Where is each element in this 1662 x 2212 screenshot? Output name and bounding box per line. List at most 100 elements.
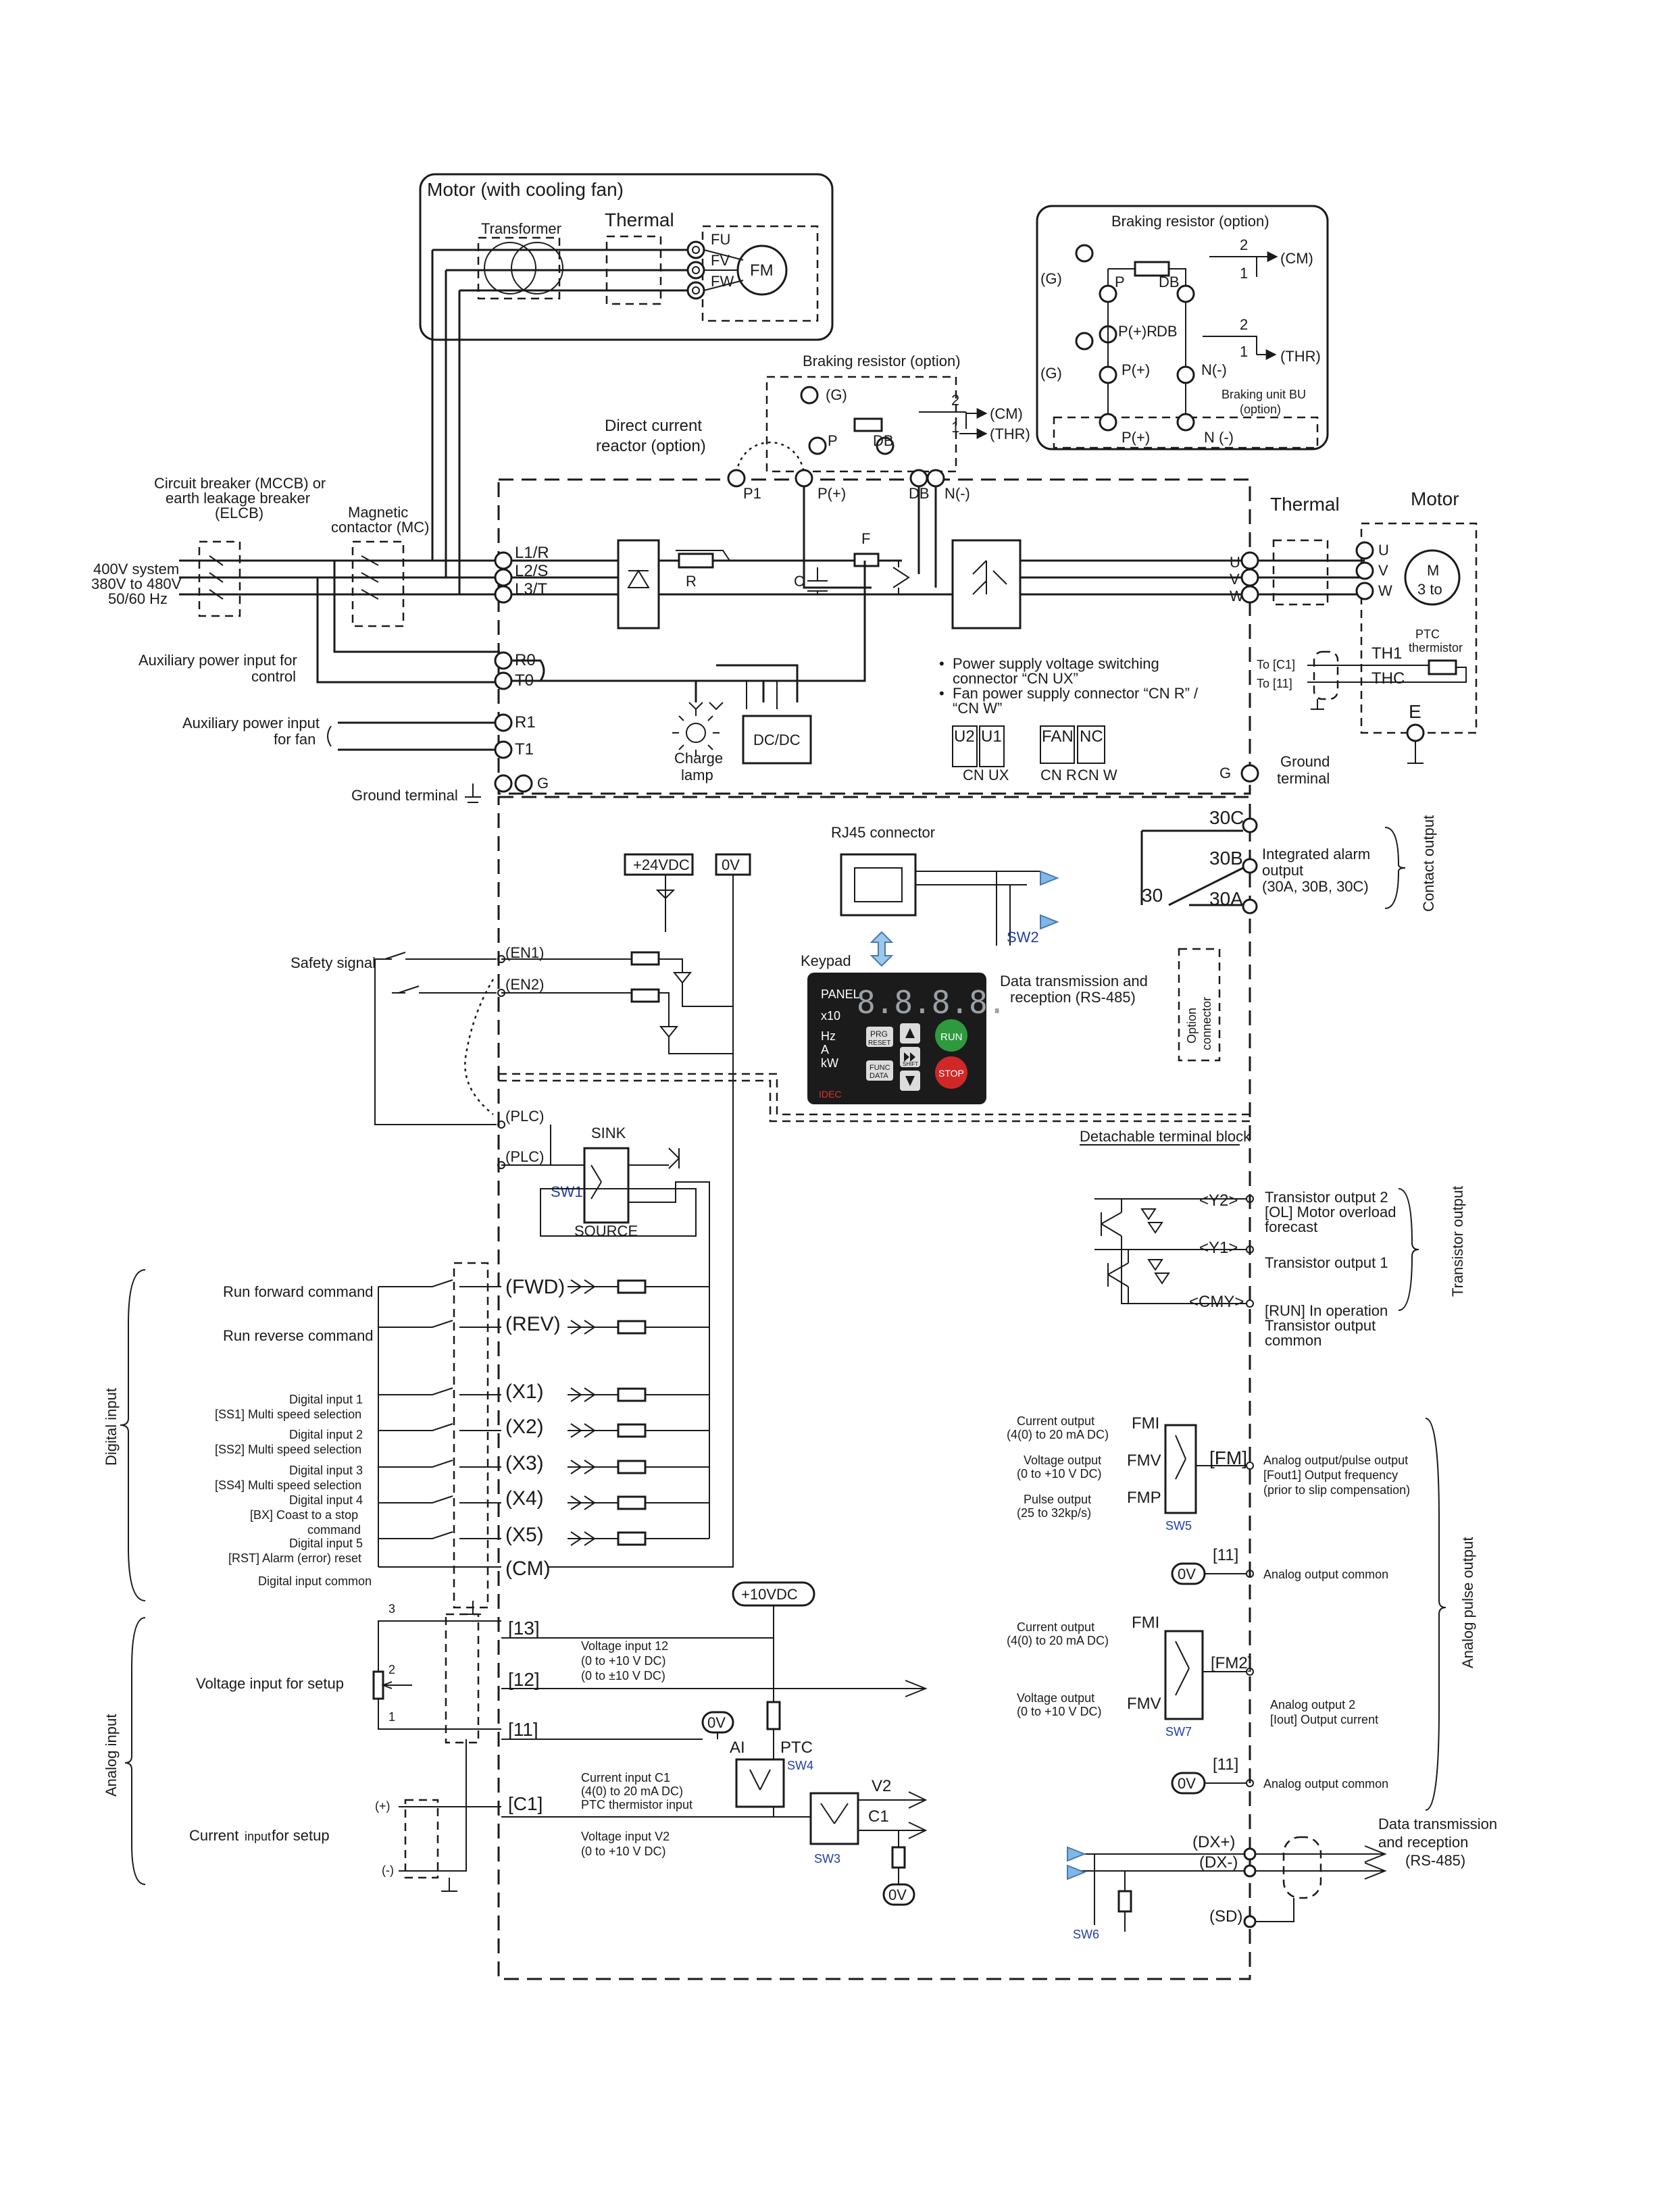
svg-text:[12]: [12] bbox=[508, 1669, 540, 1690]
run-button[interactable] bbox=[935, 1019, 967, 1052]
svg-text:SW5: SW5 bbox=[1165, 1519, 1192, 1533]
svg-text:Voltage input for setup: Voltage input for setup bbox=[196, 1675, 344, 1692]
func-data-button[interactable] bbox=[866, 1060, 893, 1081]
svg-text:for setup: for setup bbox=[272, 1827, 330, 1844]
svg-text:[OL] Motor overload: [OL] Motor overload bbox=[1265, 1204, 1396, 1220]
svg-text:Keypad: Keypad bbox=[801, 952, 851, 969]
prg-reset-button[interactable] bbox=[866, 1027, 893, 1047]
svg-text:L1/R: L1/R bbox=[515, 544, 549, 562]
svg-text:connector: connector bbox=[1200, 997, 1213, 1050]
power-circuit: R F C bbox=[511, 530, 1243, 711]
svg-text:[SS1] Multi speed selection: [SS1] Multi speed selection bbox=[215, 1408, 361, 1421]
svg-text:Fan power supply connector “CN: Fan power supply connector “CN R” / bbox=[953, 685, 1199, 702]
svg-text:[C1]: [C1] bbox=[508, 1793, 543, 1814]
svg-text:reactor (option): reactor (option) bbox=[596, 437, 706, 455]
svg-text:SINK: SINK bbox=[591, 1125, 626, 1141]
svg-text:TH1: TH1 bbox=[1371, 644, 1402, 663]
motor-fan-box: Motor (with cooling fan) Transformer The… bbox=[419, 173, 834, 594]
svg-text:0V: 0V bbox=[722, 856, 740, 873]
svg-text:[13]: [13] bbox=[508, 1618, 540, 1639]
keypad-panel: PANEL x10 Hz A kW 8.8.8.8. PRG RESET FUN… bbox=[807, 973, 1007, 1104]
svg-text:(0 to ±10 V DC): (0 to ±10 V DC) bbox=[581, 1669, 665, 1682]
svg-text:[Iout] Output current: [Iout] Output current bbox=[1270, 1713, 1378, 1726]
svg-text:RUN: RUN bbox=[940, 1031, 963, 1043]
svg-text:(X4): (X4) bbox=[505, 1487, 544, 1510]
svg-text:+24VDC: +24VDC bbox=[633, 856, 690, 873]
svg-text:common: common bbox=[1265, 1332, 1321, 1349]
svg-text:U1: U1 bbox=[981, 727, 1002, 746]
svg-text:[FM2]: [FM2] bbox=[1211, 1654, 1252, 1672]
svg-text:[11]: [11] bbox=[508, 1719, 538, 1740]
svg-text:STOP: STOP bbox=[938, 1068, 964, 1079]
down-arrow-icon bbox=[905, 1076, 915, 1086]
svg-text:400V system: 400V system bbox=[93, 561, 179, 577]
charge-lamp: Charge lamp DC/DC bbox=[672, 709, 812, 783]
connector-notes: • Power supply voltage switching connect… bbox=[939, 655, 1199, 783]
svg-text:“CN W”: “CN W” bbox=[953, 700, 1002, 717]
svg-text:and reception: and reception bbox=[1378, 1834, 1468, 1851]
svg-text:Auxiliary power input: Auxiliary power input bbox=[182, 715, 320, 731]
svg-text:1: 1 bbox=[1240, 343, 1248, 360]
dc-reactor: Direct current reactor (option) bbox=[596, 417, 805, 473]
svg-text:U: U bbox=[1230, 554, 1240, 571]
svg-text:P(+): P(+) bbox=[1122, 429, 1150, 446]
svg-text:PTC: PTC bbox=[780, 1739, 813, 1757]
svg-text:SW1: SW1 bbox=[551, 1183, 583, 1200]
fan-motor-label: FM bbox=[750, 261, 774, 280]
svg-text:Voltage input V2: Voltage input V2 bbox=[581, 1830, 670, 1843]
dc-bus-terminals: P1 P(+) DB N(-) bbox=[727, 469, 970, 589]
brand-logo: IDEC bbox=[819, 1089, 841, 1100]
svg-text:W: W bbox=[1378, 582, 1392, 599]
svg-text:(ELCB): (ELCB) bbox=[215, 505, 263, 521]
up-arrow-icon bbox=[905, 1028, 915, 1038]
svg-text:Ground: Ground bbox=[1280, 753, 1330, 770]
svg-text:Ground terminal: Ground terminal bbox=[351, 787, 458, 804]
svg-text:Contact output: Contact output bbox=[1420, 815, 1437, 912]
svg-text:PTC thermistor input: PTC thermistor input bbox=[581, 1798, 692, 1811]
svg-text:1: 1 bbox=[1240, 265, 1248, 282]
svg-text:<Y1>: <Y1> bbox=[1199, 1239, 1238, 1257]
svg-text:(EN1): (EN1) bbox=[505, 944, 544, 961]
svg-text:E: E bbox=[1409, 701, 1421, 722]
svg-text:V: V bbox=[1378, 562, 1388, 579]
svg-text:(CM): (CM) bbox=[1280, 250, 1313, 267]
svg-text:[SS4] Multi speed selection: [SS4] Multi speed selection bbox=[215, 1478, 361, 1492]
svg-text:P(+): P(+) bbox=[1122, 361, 1150, 378]
svg-text:FMI: FMI bbox=[1132, 1414, 1159, 1433]
svg-text:reception (RS-485): reception (RS-485) bbox=[1010, 989, 1136, 1006]
svg-text:(G): (G) bbox=[1040, 365, 1062, 382]
svg-text:Digital input 3: Digital input 3 bbox=[289, 1464, 363, 1477]
svg-text:3: 3 bbox=[388, 1602, 395, 1616]
svg-text:(CM): (CM) bbox=[505, 1558, 551, 1580]
svg-text:(DX+): (DX+) bbox=[1192, 1833, 1235, 1851]
svg-text:Digital input 2: Digital input 2 bbox=[289, 1428, 363, 1441]
svg-text:30: 30 bbox=[1142, 885, 1163, 906]
svg-text:Data transmission and: Data transmission and bbox=[1000, 973, 1148, 989]
svg-text:Safety signal: Safety signal bbox=[291, 954, 376, 971]
svg-text:earth leakage breaker: earth leakage breaker bbox=[166, 490, 310, 507]
svg-text:FMV: FMV bbox=[1127, 1451, 1161, 1470]
svg-text:(G): (G) bbox=[1040, 270, 1062, 287]
svg-text:PRG: PRG bbox=[870, 1029, 888, 1039]
svg-text:N(-): N(-) bbox=[945, 485, 970, 502]
svg-text:(-): (-) bbox=[382, 1863, 394, 1877]
svg-text:output: output bbox=[1262, 862, 1303, 879]
svg-text:[FM]: [FM] bbox=[1209, 1447, 1247, 1468]
svg-text:PANEL: PANEL bbox=[821, 987, 860, 1001]
svg-text:Transistor output 2: Transistor output 2 bbox=[1265, 1189, 1388, 1206]
svg-text:0V: 0V bbox=[888, 1886, 907, 1903]
svg-text:V2: V2 bbox=[872, 1777, 891, 1795]
stop-button[interactable] bbox=[935, 1056, 967, 1089]
svg-text:CN R: CN R bbox=[1040, 767, 1077, 783]
svg-text:(THR): (THR) bbox=[1280, 348, 1321, 365]
svg-text:(PLC): (PLC) bbox=[505, 1148, 544, 1165]
svg-text:(X1): (X1) bbox=[505, 1381, 544, 1403]
svg-text:lamp: lamp bbox=[681, 767, 713, 783]
svg-text:SW6: SW6 bbox=[1073, 1928, 1099, 1941]
svg-text:Analog output/pulse output: Analog output/pulse output bbox=[1263, 1454, 1408, 1467]
svg-text:To [11]: To [11] bbox=[1257, 677, 1292, 690]
svg-text:[Fout1] Output frequency: [Fout1] Output frequency bbox=[1263, 1468, 1398, 1482]
svg-text:(X5): (X5) bbox=[505, 1524, 544, 1546]
svg-text:(SD): (SD) bbox=[1209, 1907, 1242, 1926]
